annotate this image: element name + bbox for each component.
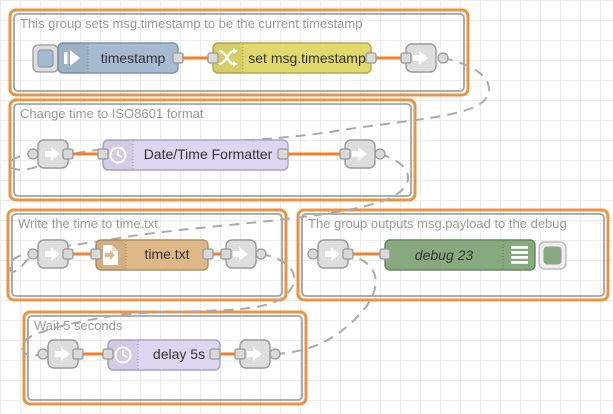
input-port[interactable] <box>207 52 219 64</box>
link-out-icon <box>352 147 367 161</box>
link-in-icon <box>55 347 70 361</box>
link-wire-timestamp-to-iso[interactable] <box>8 57 490 171</box>
link-port[interactable] <box>374 148 386 160</box>
inject-node[interactable]: timestamp <box>57 42 184 74</box>
datetime-formatter-node[interactable]: Date/Time Formatter <box>97 139 289 171</box>
link-out-node[interactable] <box>220 239 267 269</box>
inject-arrow-icon <box>64 50 80 66</box>
node-label: time.txt <box>144 246 189 262</box>
output-port[interactable] <box>72 348 84 360</box>
group-inner-border <box>27 315 303 401</box>
link-out-node[interactable] <box>339 139 386 169</box>
group-label: This group sets msg.timestamp to be the … <box>20 16 362 31</box>
group-write-file[interactable]: Write the time to time.txt <box>6 208 288 302</box>
link-out-icon <box>233 247 248 261</box>
clock-icon <box>114 346 132 364</box>
group-inner-border <box>301 213 605 297</box>
group-border[interactable] <box>8 98 417 202</box>
link-in-icon <box>325 247 340 261</box>
output-port[interactable] <box>172 52 184 64</box>
output-port[interactable] <box>365 52 377 64</box>
group-iso8601[interactable]: Change time to ISO8601 format <box>8 98 417 202</box>
input-port[interactable] <box>379 248 391 260</box>
inject-button[interactable] <box>32 44 59 73</box>
link-port[interactable] <box>255 248 267 260</box>
input-port[interactable] <box>339 148 351 160</box>
node-label: delay 5s <box>153 346 205 362</box>
group-inner-border <box>13 13 465 92</box>
debug-toggle-button[interactable] <box>538 241 567 270</box>
link-wire-file-to-wait[interactable] <box>20 253 296 357</box>
change-node[interactable]: set msg.timestamp <box>207 42 377 74</box>
link-in-node[interactable] <box>27 139 74 169</box>
link-port[interactable] <box>307 248 319 260</box>
file-node[interactable]: time.txt <box>90 239 214 271</box>
group-label: Change time to ISO8601 format <box>20 106 204 121</box>
node-label: Date/Time Formatter <box>144 146 273 162</box>
group-inner-border <box>13 103 412 197</box>
output-port[interactable] <box>62 248 74 260</box>
group-inner-border <box>11 213 283 297</box>
group-border[interactable] <box>6 208 288 302</box>
input-port[interactable] <box>90 248 102 260</box>
link-in-node[interactable] <box>27 239 74 269</box>
link-port[interactable] <box>37 348 49 360</box>
output-port[interactable] <box>202 248 214 260</box>
group-label: Write the time to time.txt <box>18 216 158 231</box>
shuffle-icon <box>218 48 238 67</box>
input-port[interactable] <box>220 248 232 260</box>
link-wire-iso-to-file[interactable] <box>8 153 409 273</box>
link-port[interactable] <box>27 248 39 260</box>
file-out-icon <box>103 245 118 265</box>
link-in-node[interactable] <box>37 339 84 369</box>
group-set-timestamp[interactable]: This group sets msg.timestamp to be the … <box>8 8 470 97</box>
delay-node[interactable]: delay 5s <box>102 339 221 371</box>
link-out-icon <box>413 51 428 65</box>
link-in-node[interactable] <box>307 239 354 269</box>
debug-node[interactable]: debug 23 <box>379 239 536 271</box>
link-port[interactable] <box>27 148 39 160</box>
link-in-icon <box>45 247 60 261</box>
link-port[interactable] <box>269 348 281 360</box>
link-out-icon <box>247 347 262 361</box>
input-port[interactable] <box>97 148 109 160</box>
link-out-node[interactable] <box>400 43 449 73</box>
link-port[interactable] <box>437 52 449 64</box>
input-port[interactable] <box>102 348 114 360</box>
group-debug-output[interactable]: The group outputs msg.payload to the deb… <box>296 208 610 302</box>
node-label: set msg.timestamp <box>248 50 366 66</box>
group-border[interactable] <box>296 208 610 302</box>
output-port[interactable] <box>342 248 354 260</box>
input-port[interactable] <box>400 52 412 64</box>
clock-icon <box>109 146 127 164</box>
input-port[interactable] <box>234 348 246 360</box>
group-border[interactable] <box>8 8 470 97</box>
debug-list-icon <box>511 246 528 264</box>
output-port[interactable] <box>62 148 74 160</box>
node-label: debug 23 <box>415 247 474 263</box>
node-label: timestamp <box>101 50 166 66</box>
link-out-node[interactable] <box>234 339 281 369</box>
group-label: Wait 5 seconds <box>34 318 123 333</box>
group-label: The group outputs msg.payload to the deb… <box>308 216 567 231</box>
output-port[interactable] <box>209 348 221 360</box>
output-port[interactable] <box>277 148 289 160</box>
link-in-icon <box>45 147 60 161</box>
